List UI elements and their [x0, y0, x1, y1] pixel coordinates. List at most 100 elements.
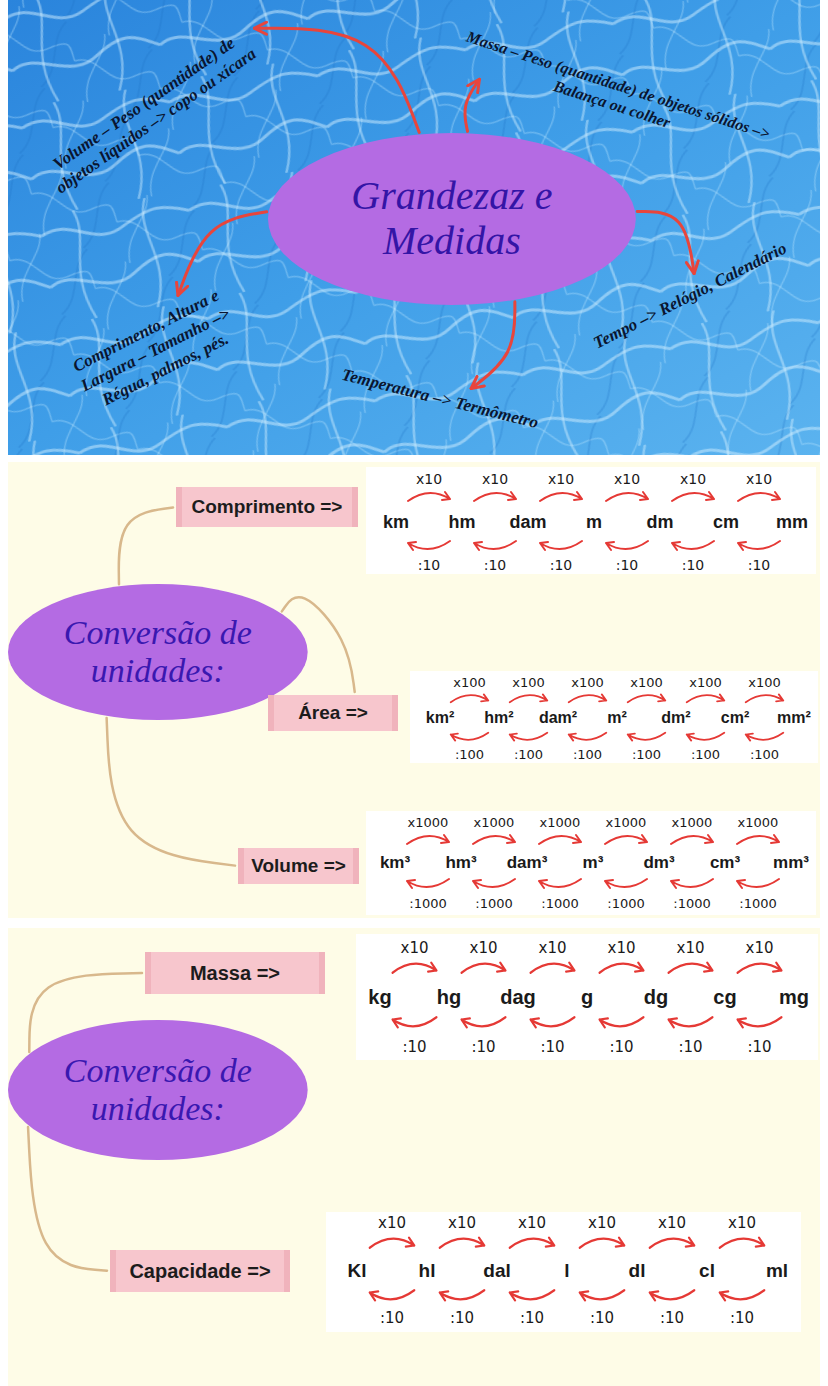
ellipse-title: Grandezaz e Medidas [326, 174, 578, 264]
central-ellipse: Grandezaz e Medidas [268, 133, 636, 305]
unit-label: km³ [380, 854, 410, 871]
unit-label: dag [500, 987, 536, 1007]
divide-arrows [440, 731, 794, 745]
factor-label: :10 [590, 1311, 614, 1326]
unit-label: dam [509, 513, 546, 531]
unit-label: cm² [721, 710, 749, 726]
factor-label: x1000 [474, 816, 515, 829]
unit-label: kg [368, 987, 391, 1007]
water-caustics [8, 0, 820, 455]
unit-label: hm³ [445, 854, 476, 871]
multiply-arrows [440, 690, 794, 704]
unit-label: m² [607, 710, 627, 726]
unit-label: dm [647, 513, 674, 531]
conversion-table: x100x100x100x100x100x100km²hm²dam²m²dm²c… [410, 671, 818, 763]
unit-label: hm [449, 513, 476, 531]
factor-label: :100 [632, 748, 661, 761]
ellipse-title: Conversão de unidades: [56, 1052, 260, 1128]
unit-label: cm³ [710, 854, 740, 871]
factor-label: x100 [453, 676, 486, 689]
factor-label: :1000 [607, 897, 644, 910]
ribbon-tag: Área => [268, 695, 398, 731]
factor-label: :10 [380, 1311, 404, 1326]
water-panel [8, 0, 820, 455]
unit-label: hl [419, 1261, 436, 1280]
factor-label: :10 [730, 1311, 754, 1326]
factor-label: x10 [746, 941, 774, 956]
factor-label: :1000 [739, 897, 776, 910]
factor-label: :10 [616, 558, 639, 572]
factor-label: x10 [401, 941, 429, 956]
conversion-table: x10x10x10x10x10x10kghgdaggdgcgmg:10:10:1… [356, 934, 818, 1060]
factor-label: x100 [512, 676, 545, 689]
factor-label: :10 [660, 1311, 684, 1326]
factor-label: x10 [588, 1216, 616, 1231]
divide-arrows [380, 1015, 794, 1033]
cream-panel [8, 928, 820, 1386]
unit-label: g [581, 987, 593, 1007]
unit-label: dal [483, 1261, 510, 1280]
factor-label: x10 [658, 1216, 686, 1231]
factor-label: x10 [470, 941, 498, 956]
unit-label: dm³ [643, 854, 674, 871]
unit-label: ml [766, 1261, 788, 1280]
curved-connector [119, 507, 173, 584]
factor-label: x1000 [672, 816, 713, 829]
tag-label: Volume => [251, 855, 346, 877]
factor-label: :10 [540, 1040, 564, 1055]
factor-label: :10 [484, 558, 507, 572]
factor-label: x10 [680, 472, 706, 486]
multiply-arrows [396, 487, 792, 503]
tag-label: Área => [298, 702, 368, 724]
ribbon-tag: Volume => [238, 848, 359, 884]
ribbon-tag: Massa => [145, 952, 325, 994]
factor-label: :100 [750, 748, 779, 761]
factor-label: :100 [573, 748, 602, 761]
factor-label: :10 [747, 1040, 771, 1055]
unit-label: mm² [777, 710, 811, 726]
topic-text: Comprimento, Altura e Largura – Tamanho … [43, 269, 267, 431]
factor-label: x10 [378, 1216, 406, 1231]
factor-label: x10 [416, 472, 442, 486]
factor-label: x10 [608, 941, 636, 956]
factor-label: x10 [448, 1216, 476, 1231]
water-ripples [8, 0, 820, 455]
unit-label: dg [644, 987, 668, 1007]
factor-label: :10 [471, 1040, 495, 1055]
ellipse-fill [8, 1020, 308, 1160]
multiply-arrows [395, 830, 791, 846]
divide-arrows [396, 539, 792, 555]
unit-label: l [564, 1261, 569, 1280]
factor-label: :10 [418, 558, 441, 572]
factor-label: x1000 [540, 816, 581, 829]
factor-label: :10 [682, 558, 705, 572]
unit-label: hm² [484, 710, 513, 726]
factor-label: :10 [450, 1311, 474, 1326]
unit-label: cl [699, 1261, 715, 1280]
unit-label: cm [713, 513, 739, 531]
conversion-table: x10x10x10x10x10x10kmhmdammdmcmmm:10:10:1… [366, 467, 816, 574]
factor-label: :10 [402, 1040, 426, 1055]
factor-label: x100 [571, 676, 604, 689]
unit-label: Kl [348, 1261, 367, 1280]
ribbon-tag: Capacidade => [110, 1250, 290, 1292]
factor-label: x10 [548, 472, 574, 486]
unit-label: mm [776, 513, 808, 531]
multiply-arrows [380, 957, 794, 975]
arrow-connector [637, 212, 694, 274]
factor-label: :1000 [475, 897, 512, 910]
ellipse-fill [8, 584, 308, 720]
arrow-connector [254, 28, 419, 132]
factor-label: x10 [677, 941, 705, 956]
ribbon-tag: Comprimento => [176, 487, 358, 527]
central-ellipse: Conversão de unidades: [8, 584, 308, 720]
unit-label: km² [426, 710, 454, 726]
factor-label: x1000 [738, 816, 779, 829]
unit-label: m [586, 513, 602, 531]
ellipse-fill [268, 133, 636, 305]
unit-label: dam² [539, 710, 577, 726]
unit-label: dl [629, 1261, 646, 1280]
factor-label: :1000 [673, 897, 710, 910]
unit-label: hg [437, 987, 461, 1007]
divide-arrows [395, 877, 791, 893]
